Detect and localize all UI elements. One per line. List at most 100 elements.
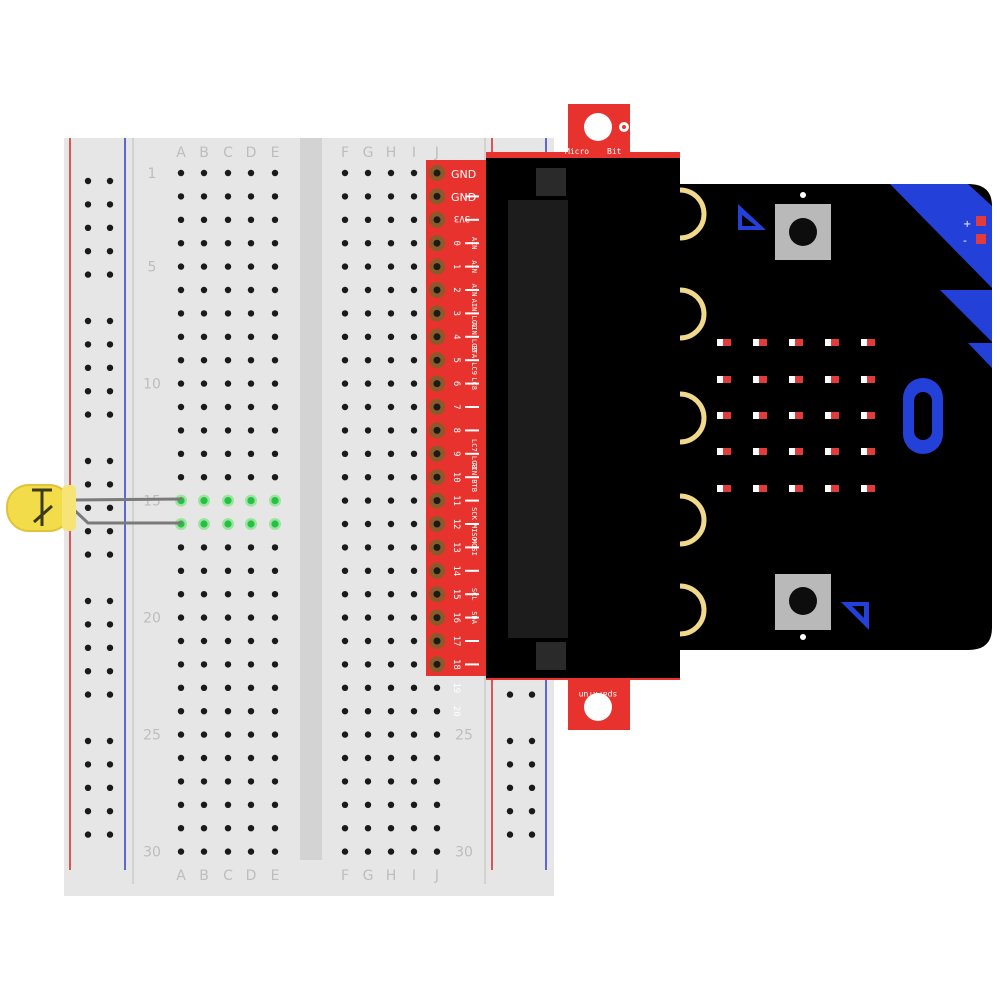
breadboard-hole[interactable] xyxy=(387,731,395,738)
breadboard-hole[interactable] xyxy=(364,310,372,317)
breadboard-hole[interactable] xyxy=(364,357,372,364)
breadboard-hole[interactable] xyxy=(177,754,185,762)
rail-hole[interactable] xyxy=(84,248,92,255)
rail-hole[interactable] xyxy=(84,621,92,628)
rail-hole[interactable] xyxy=(106,504,114,511)
breadboard-hole[interactable] xyxy=(271,614,279,621)
breadboard-hole[interactable] xyxy=(364,544,372,551)
breadboard-hole[interactable] xyxy=(224,754,232,762)
breadboard-hole[interactable] xyxy=(410,263,418,270)
breadboard-hole[interactable] xyxy=(247,450,255,457)
breadboard-hole[interactable] xyxy=(200,310,208,317)
breadboard-hole[interactable] xyxy=(177,708,185,715)
breadboard-hole[interactable] xyxy=(433,801,441,808)
breadboard-hole[interactable] xyxy=(341,637,349,645)
breadboard-hole[interactable] xyxy=(387,708,395,715)
breadboard-hole[interactable] xyxy=(247,497,255,505)
breadboard-hole[interactable] xyxy=(364,474,372,481)
breadboard-hole[interactable] xyxy=(247,848,255,855)
breadboard-hole[interactable] xyxy=(410,474,418,481)
breadboard-hole[interactable] xyxy=(271,848,279,855)
breadboard-hole[interactable] xyxy=(410,497,418,504)
breadboard-hole[interactable] xyxy=(387,544,395,551)
breadboard-hole[interactable] xyxy=(177,544,185,551)
breadboard-hole[interactable] xyxy=(247,380,255,387)
breadboard-hole[interactable] xyxy=(387,427,395,434)
breadboard-hole[interactable] xyxy=(224,591,232,598)
breadboard-hole[interactable] xyxy=(200,661,208,668)
breadboard-hole[interactable] xyxy=(177,848,185,855)
breadboard-hole[interactable] xyxy=(341,825,349,832)
breadboard-hole[interactable] xyxy=(271,380,279,387)
breadboard-hole[interactable] xyxy=(387,216,395,223)
breadboard-hole[interactable] xyxy=(341,497,349,504)
rail-hole[interactable] xyxy=(106,481,114,488)
breadboard-hole[interactable] xyxy=(224,544,232,551)
breadboard-hole[interactable] xyxy=(341,520,349,528)
breadboard-hole[interactable] xyxy=(200,450,208,457)
breadboard-hole[interactable] xyxy=(387,661,395,668)
breadboard-hole[interactable] xyxy=(364,637,372,645)
breadboard-hole[interactable] xyxy=(341,450,349,457)
breadboard-hole[interactable] xyxy=(341,310,349,317)
rail-hole[interactable] xyxy=(84,224,92,231)
breadboard-hole[interactable] xyxy=(224,403,232,411)
breadboard-hole[interactable] xyxy=(224,731,232,738)
breadboard-hole[interactable] xyxy=(247,637,255,645)
breadboard-hole[interactable] xyxy=(247,544,255,551)
breadboard-hole[interactable] xyxy=(224,427,232,434)
breadboard-hole[interactable] xyxy=(341,333,349,340)
rail-hole[interactable] xyxy=(506,737,514,745)
breadboard-hole[interactable] xyxy=(247,427,255,434)
breadboard-hole[interactable] xyxy=(177,380,185,387)
breadboard-hole[interactable] xyxy=(433,848,441,855)
rail-hole[interactable] xyxy=(84,177,92,185)
breadboard-hole[interactable] xyxy=(224,801,232,808)
breadboard-hole[interactable] xyxy=(247,474,255,481)
breadboard-hole[interactable] xyxy=(224,216,232,223)
breadboard-hole[interactable] xyxy=(247,357,255,364)
breadboard-hole[interactable] xyxy=(410,286,418,294)
breadboard-hole[interactable] xyxy=(200,380,208,387)
breadboard-hole[interactable] xyxy=(271,193,279,200)
breadboard-hole[interactable] xyxy=(410,825,418,832)
breadboard-hole[interactable] xyxy=(387,497,395,504)
breadboard-hole[interactable] xyxy=(364,848,372,855)
rail-hole[interactable] xyxy=(84,528,92,535)
breadboard-hole[interactable] xyxy=(200,801,208,808)
breadboard-hole[interactable] xyxy=(387,637,395,645)
rail-hole[interactable] xyxy=(506,784,514,791)
rail-hole[interactable] xyxy=(106,248,114,255)
breadboard-hole[interactable] xyxy=(433,708,441,715)
breadboard-hole[interactable] xyxy=(271,263,279,270)
breadboard-hole[interactable] xyxy=(271,684,279,691)
breadboard-hole[interactable] xyxy=(177,403,185,411)
breadboard-hole[interactable] xyxy=(410,310,418,317)
breadboard-hole[interactable] xyxy=(341,544,349,551)
rail-hole[interactable] xyxy=(84,457,92,465)
breadboard-hole[interactable] xyxy=(177,240,185,247)
breadboard-hole[interactable] xyxy=(200,193,208,200)
breadboard-hole[interactable] xyxy=(341,567,349,574)
breadboard-hole[interactable] xyxy=(387,193,395,200)
breadboard-hole[interactable] xyxy=(247,216,255,223)
breadboard-hole[interactable] xyxy=(224,661,232,668)
breadboard-hole[interactable] xyxy=(224,169,232,177)
breadboard-hole[interactable] xyxy=(200,520,208,528)
breadboard-hole[interactable] xyxy=(200,263,208,270)
breadboard-hole[interactable] xyxy=(200,427,208,434)
breadboard-hole[interactable] xyxy=(224,684,232,691)
breadboard-hole[interactable] xyxy=(341,216,349,223)
breadboard-hole[interactable] xyxy=(364,450,372,457)
breadboard-hole[interactable] xyxy=(177,310,185,317)
breadboard-hole[interactable] xyxy=(387,263,395,270)
breadboard-hole[interactable] xyxy=(224,708,232,715)
breadboard-hole[interactable] xyxy=(224,778,232,785)
breadboard-hole[interactable] xyxy=(271,310,279,317)
breadboard-hole[interactable] xyxy=(410,591,418,598)
rail-hole[interactable] xyxy=(84,411,92,418)
breadboard-hole[interactable] xyxy=(433,778,441,785)
breadboard-hole[interactable] xyxy=(387,333,395,340)
breadboard-hole[interactable] xyxy=(224,380,232,387)
breadboard-hole[interactable] xyxy=(410,754,418,762)
